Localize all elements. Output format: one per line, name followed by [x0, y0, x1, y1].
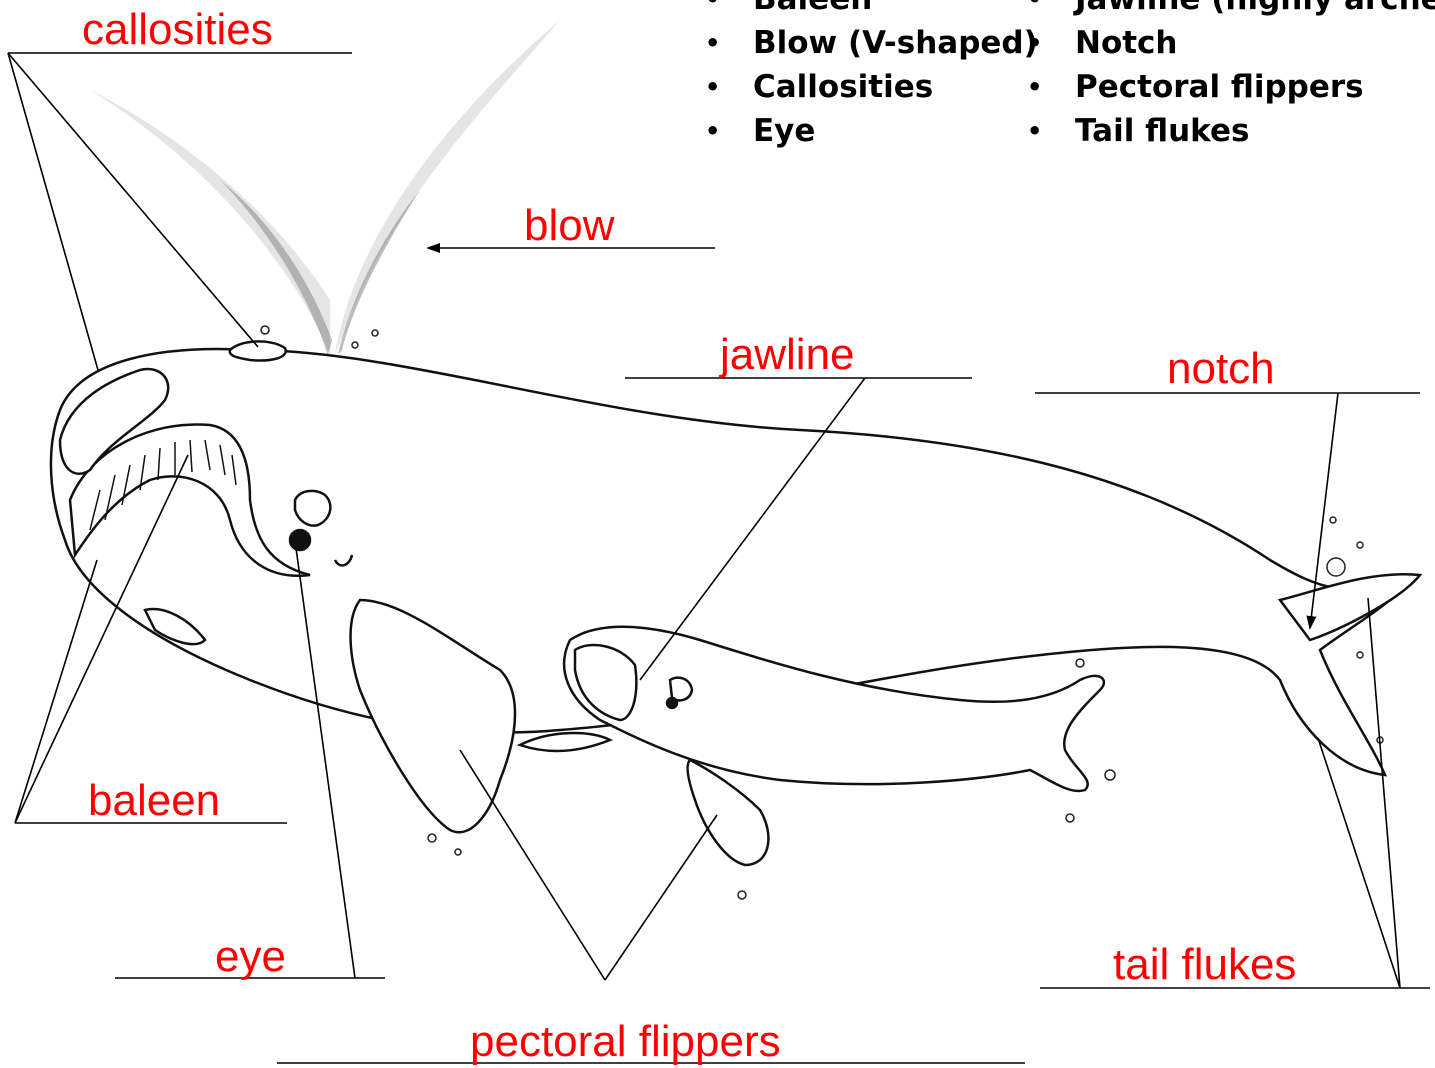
- word-bank-column-1: Baleen Blow (V-shaped) Callosities Eye: [705, 0, 1038, 153]
- tail-flukes-pointer-2: [1368, 598, 1400, 988]
- word-bank-item: Pectoral flippers: [1027, 65, 1435, 109]
- label-eye: eye: [215, 935, 286, 979]
- callosities-pointer-2: [8, 53, 258, 347]
- word-bank-item: Callosities: [705, 65, 1038, 109]
- tail-flukes-pointer-1: [1318, 738, 1400, 988]
- word-bank-item: Jawline (highly arched): [1027, 0, 1435, 21]
- word-bank-item: Baleen: [705, 0, 1038, 21]
- callosities-pointer-1: [8, 53, 98, 370]
- pectoral-flippers-pointer-1: [460, 750, 605, 980]
- label-notch: notch: [1167, 347, 1275, 391]
- blow-spray: [90, 20, 560, 355]
- baleen-pointer-2: [15, 560, 97, 823]
- label-blow: blow: [524, 204, 615, 248]
- label-jawline: jawline: [720, 333, 855, 377]
- word-bank-item: Tail flukes: [1027, 109, 1435, 153]
- pectoral-flippers-pointer-2: [605, 815, 717, 980]
- word-bank-item: Eye: [705, 109, 1038, 153]
- word-bank-item: Notch: [1027, 21, 1435, 65]
- label-callosities: callosities: [82, 8, 273, 52]
- word-bank-item: Blow (V-shaped): [705, 21, 1038, 65]
- label-tail-flukes: tail flukes: [1113, 943, 1296, 987]
- label-baleen: baleen: [88, 779, 220, 823]
- label-pectoral-flippers: pectoral flippers: [470, 1020, 781, 1064]
- word-bank-column-2: Jawline (highly arched) Notch Pectoral f…: [1027, 0, 1435, 153]
